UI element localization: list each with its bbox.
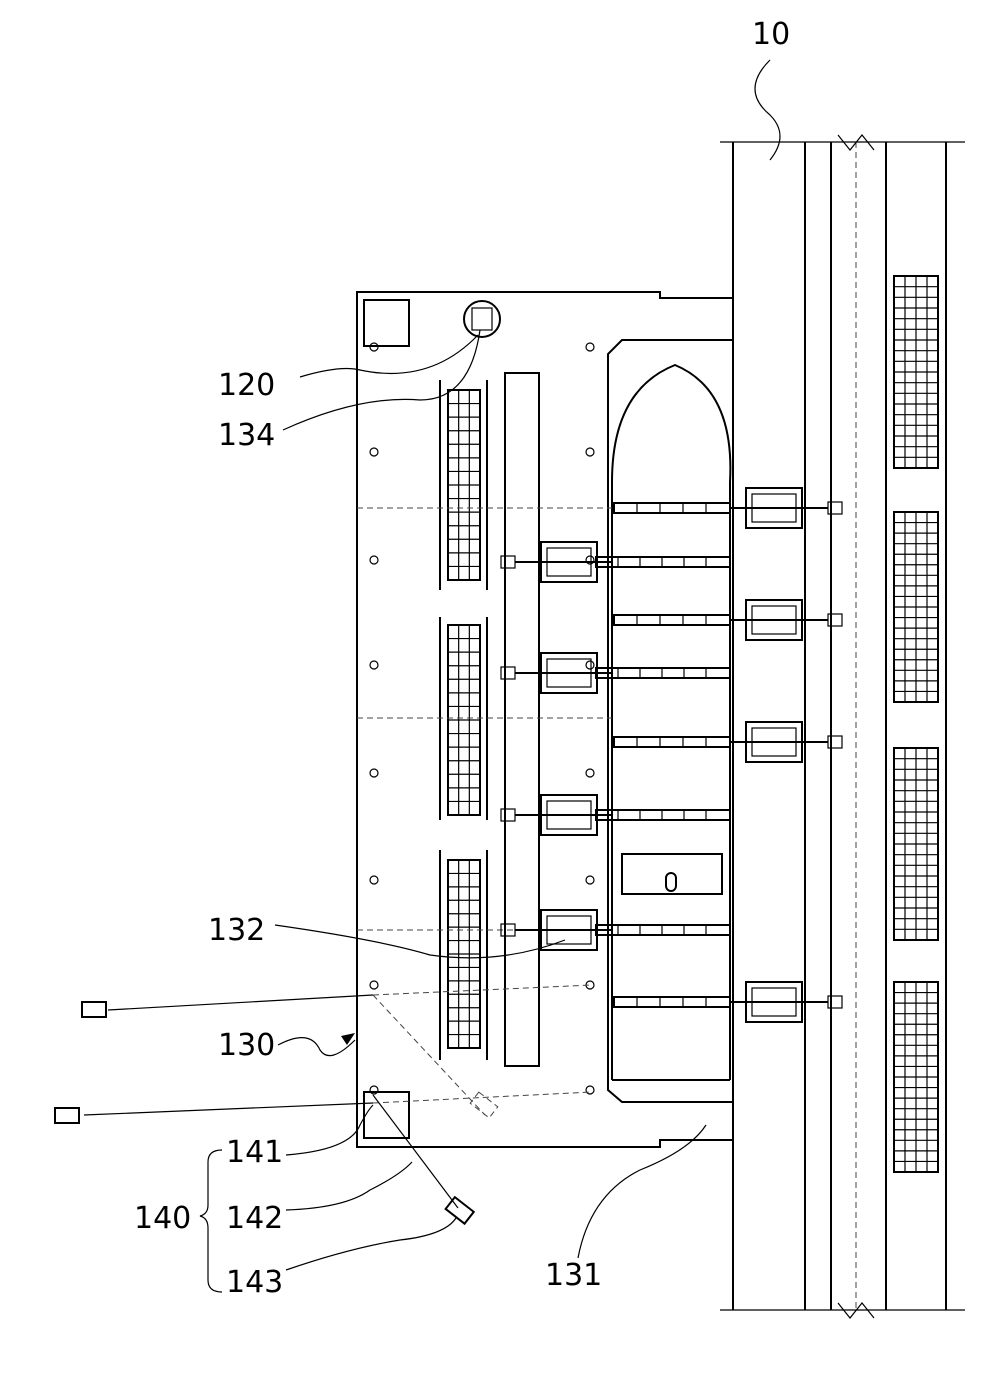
left-grid-2 [448,625,480,815]
mooring-point-5 [370,769,378,777]
arrow-130 [341,1033,355,1045]
fender-left-4 [501,910,730,950]
mooring-point-12 [586,661,594,669]
quay-grid-3 [894,748,938,940]
label-132: 132 [208,913,265,948]
fender-right-1 [614,488,842,528]
mooring-point-6 [370,876,378,884]
fender-left-3 [501,795,730,835]
anchor-1 [82,1002,106,1017]
mooring-point-4 [370,661,378,669]
quay-grid-1 [894,276,938,468]
floating-body [357,292,733,1147]
mooring-lines [84,985,592,1208]
quay-grid-4 [894,982,938,1172]
left-grid-1 [448,390,480,580]
anchor-2 [55,1108,79,1123]
label-141: 141 [226,1135,283,1170]
corner-box-top [364,300,409,346]
mooring-point-13 [586,769,594,777]
label-120: 120 [218,368,275,403]
anchor-dashed [470,1092,498,1118]
label-142: 142 [226,1201,283,1236]
fender-left-2 [501,653,730,693]
mooring-point-16 [586,1086,594,1094]
left-grid-3 [448,860,480,1048]
component-120-circle [464,301,500,337]
corner-box-141 [364,1092,409,1138]
quay-grid-2 [894,512,938,702]
center-hatch-knob [666,873,676,891]
label-131: 131 [545,1258,602,1293]
leader-lines [200,60,780,1292]
mooring-point-2 [370,448,378,456]
mooring-point-7 [370,981,378,989]
fender-units [501,488,842,1022]
left-grid-panels [448,390,480,1048]
label-134: 134 [218,418,275,453]
label-140: 140 [134,1201,191,1236]
fender-left-1 [501,542,730,582]
quay-grid-panels [894,276,938,1172]
mooring-point-3 [370,556,378,564]
label-130: 130 [218,1028,275,1063]
mooring-point-10 [586,448,594,456]
label-10: 10 [752,17,790,52]
mooring-point-9 [586,343,594,351]
dashed-guides [357,508,612,930]
fender-right-2 [614,600,842,640]
rail-column [505,373,539,1066]
fender-right-3 [614,722,842,762]
fender-right-4 [614,982,842,1022]
component-134-box [472,308,492,330]
label-143: 143 [226,1265,283,1300]
mooring-point-14 [586,876,594,884]
anchor-3 [446,1197,474,1224]
